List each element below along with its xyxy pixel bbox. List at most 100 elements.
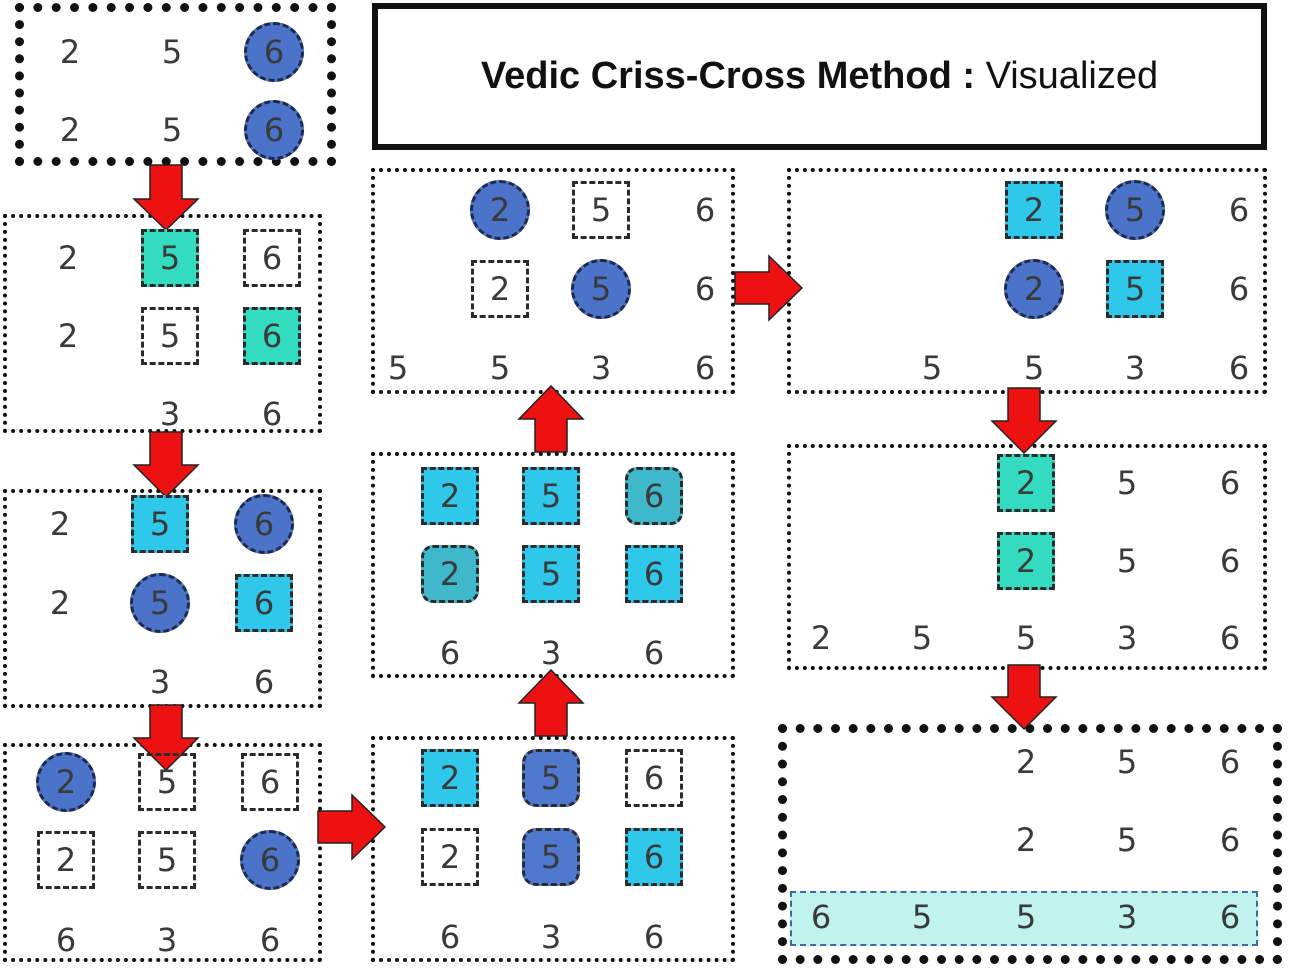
step-3-digit-plain: 6: [253, 663, 275, 701]
step-2-digit-green: 6: [243, 307, 301, 365]
step-8-digit-plain: 6: [1228, 349, 1250, 387]
step-6-digit-plain: 6: [643, 634, 665, 672]
step-6-digit-cyan: 2: [421, 467, 479, 525]
step-6-digit-plain: 6: [439, 634, 461, 672]
step-1-digit-circle: 6: [244, 22, 304, 82]
step-1-digit-plain: 2: [59, 111, 81, 149]
step-2-digit-plain: 2: [57, 317, 79, 355]
step-7-digit-plain: 5: [489, 349, 511, 387]
step-5-digit-cyan: 6: [625, 828, 683, 886]
step-3-digit-circle: 6: [234, 494, 294, 554]
step-3-digit-plain: 2: [49, 505, 71, 543]
step-8-digit-cyan: 5: [1106, 260, 1164, 318]
step-9-digit-plain: 5: [1116, 542, 1138, 580]
step-5-digit-plain: 6: [643, 918, 665, 956]
step-3-digit-plain: 3: [149, 663, 171, 701]
step-8-digit-cyan: 2: [1005, 181, 1063, 239]
step-9-digit-plain: 5: [911, 619, 933, 657]
step-6-digit-teal: 6: [625, 467, 683, 525]
step-8-digit-circle: 2: [1004, 259, 1064, 319]
step-2-digit-dashed: 5: [141, 307, 199, 365]
step-9-digit-green: 2: [997, 454, 1055, 512]
step-10-digit-plain: 2: [1015, 743, 1037, 781]
step-9-digit-plain: 2: [810, 619, 832, 657]
step-10-digit-plain: 6: [1219, 821, 1241, 859]
step-6-digit-teal: 2: [421, 545, 479, 603]
step-5-digit-cyan: 2: [421, 749, 479, 807]
step-7-digit-circle: 5: [571, 259, 631, 319]
step-2-digit-green: 5: [141, 229, 199, 287]
step-2-digit-plain: 6: [261, 395, 283, 433]
step-7-digit-circle: 2: [470, 180, 530, 240]
step-9-digit-plain: 6: [1219, 542, 1241, 580]
arrow-down-2: [132, 431, 200, 499]
title: Vedic Criss-Cross Method : Visualized: [481, 55, 1158, 98]
arrow-down-9: [990, 664, 1058, 731]
step-4-digit-plain: 3: [156, 921, 178, 959]
step-6-digit-cyan: 5: [522, 545, 580, 603]
step-5-digit-dashed: 6: [625, 749, 683, 807]
step-6-digit-cyan: 6: [625, 545, 683, 603]
step-10-digit-plain: 3: [1116, 898, 1138, 936]
step-10-digit-plain: 5: [1015, 898, 1037, 936]
step-10-digit-plain: 5: [1116, 743, 1138, 781]
step-5-digit-blue: 5: [522, 828, 580, 886]
step-10-digit-plain: 6: [1219, 898, 1241, 936]
step-3-digit-cyan: 5: [131, 495, 189, 553]
step-10-digit-plain: 5: [911, 898, 933, 936]
step-1-digit-plain: 5: [161, 111, 183, 149]
step-8-digit-plain: 5: [921, 349, 943, 387]
step-4-digit-plain: 6: [259, 921, 281, 959]
step-3-digit-plain: 2: [49, 584, 71, 622]
step-7-digit-dashed: 2: [471, 260, 529, 318]
step-4-digit-plain: 6: [55, 921, 77, 959]
step-9-digit-plain: 5: [1015, 619, 1037, 657]
step-3-digit-cyan: 6: [235, 574, 293, 632]
result-highlight: [790, 891, 1258, 946]
step-1-digit-circle: 6: [244, 100, 304, 160]
step-6-digit-cyan: 5: [522, 467, 580, 525]
title-box: Vedic Criss-Cross Method : Visualized: [372, 3, 1267, 150]
step-7-digit-plain: 3: [590, 349, 612, 387]
step-10-digit-plain: 6: [1219, 743, 1241, 781]
step-6-digit-plain: 3: [540, 634, 562, 672]
step-5-digit-blue: 5: [522, 749, 580, 807]
arrow-up-6: [517, 384, 585, 453]
step-9-digit-plain: 5: [1116, 464, 1138, 502]
step-2-digit-dashed: 6: [243, 229, 301, 287]
step-5-digit-plain: 6: [439, 918, 461, 956]
step-8-digit-plain: 6: [1228, 191, 1250, 229]
step-7-digit-dashed: 5: [572, 181, 630, 239]
step-5-digit-dashed: 2: [421, 828, 479, 886]
panel-step-7: [371, 168, 735, 394]
step-1-digit-plain: 2: [59, 33, 81, 71]
step-9-digit-plain: 3: [1116, 619, 1138, 657]
step-4-digit-circle: 2: [36, 752, 96, 812]
step-4-digit-circle: 6: [240, 830, 300, 890]
step-8-digit-plain: 5: [1023, 349, 1045, 387]
step-4-digit-dashed: 6: [241, 753, 299, 811]
step-7-digit-plain: 6: [694, 191, 716, 229]
title-rest: Visualized: [975, 55, 1159, 97]
arrow-up-5: [517, 668, 585, 737]
step-2-digit-plain: 2: [57, 239, 79, 277]
step-8-digit-plain: 6: [1228, 270, 1250, 308]
step-2-digit-plain: 3: [159, 395, 181, 433]
step-10-digit-plain: 2: [1015, 821, 1037, 859]
title-bold: Vedic Criss-Cross Method :: [480, 55, 976, 97]
step-7-digit-plain: 5: [387, 349, 409, 387]
step-8-digit-circle: 5: [1105, 180, 1165, 240]
step-8-digit-plain: 3: [1124, 349, 1146, 387]
step-4-digit-dashed: 2: [37, 831, 95, 889]
step-1-digit-plain: 5: [161, 33, 183, 71]
step-4-digit-dashed: 5: [138, 753, 196, 811]
step-7-digit-plain: 6: [694, 349, 716, 387]
step-9-digit-plain: 6: [1219, 464, 1241, 502]
step-10-digit-plain: 5: [1116, 821, 1138, 859]
step-9-digit-green: 2: [997, 532, 1055, 590]
step-7-digit-plain: 6: [694, 270, 716, 308]
step-10-digit-plain: 6: [810, 898, 832, 936]
step-3-digit-circle: 5: [130, 573, 190, 633]
step-5-digit-plain: 3: [540, 918, 562, 956]
step-4-digit-dashed: 5: [138, 831, 196, 889]
